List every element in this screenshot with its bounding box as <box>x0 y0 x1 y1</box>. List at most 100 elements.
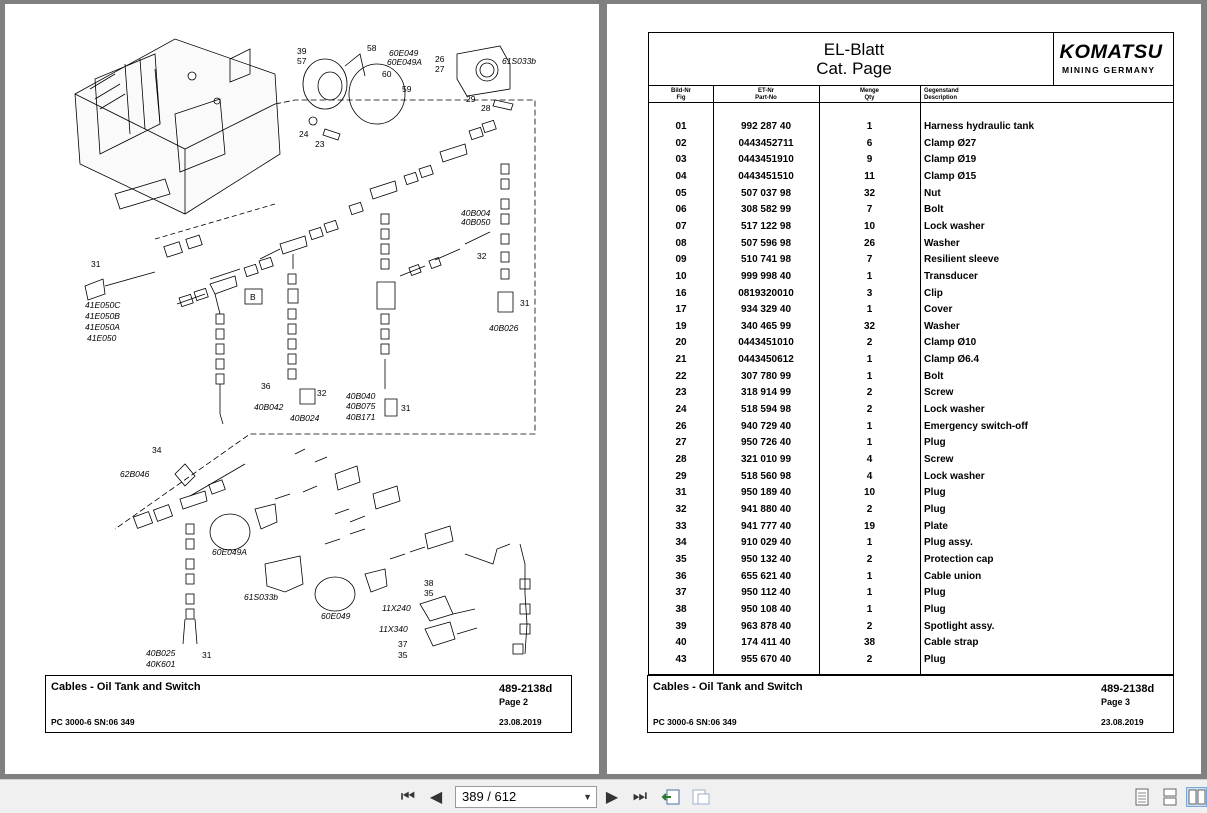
two-page-view-button[interactable] <box>1186 787 1207 807</box>
quantity-cell: 10 <box>863 487 876 499</box>
header-part-de: ET-Nr <box>757 88 774 94</box>
header-part-en: Part-No <box>755 94 777 101</box>
part-number-cell: 941 880 40 <box>740 503 792 515</box>
callout-39: 39 <box>297 46 307 56</box>
callout-b: B <box>250 292 256 302</box>
callout-60e049a: 60E049A <box>387 57 422 67</box>
fig-cell: 04 <box>675 170 687 182</box>
previous-view-button[interactable] <box>660 787 682 807</box>
description-cell: Screw <box>924 454 954 465</box>
two-page-view-icon <box>1188 789 1205 805</box>
navigation-toolbar: ⏮ ◀ 389 / 612 ▼ ▶ ⏭ <box>0 779 1207 813</box>
part-number-cell: 963 878 40 <box>740 620 792 632</box>
part-number-cell: 940 729 40 <box>740 420 792 432</box>
komatsu-logo: KOMATSU MINING GERMANY <box>1053 33 1174 85</box>
callout-34: 34 <box>152 445 162 455</box>
previous-page-button[interactable]: ◀ <box>428 787 444 807</box>
single-page-view-button[interactable] <box>1132 787 1152 807</box>
fig-cell: 43 <box>675 653 687 665</box>
document-date: 23.08.2019 <box>499 717 542 727</box>
part-number-cell: 0819320010 <box>738 287 794 299</box>
document-number: 489-2138d <box>499 683 553 695</box>
fig-cell: 20 <box>675 337 687 349</box>
description-cell: Cover <box>924 304 953 316</box>
quantity-cell: 1 <box>866 420 873 432</box>
callout-31b: 31 <box>520 298 530 308</box>
part-number-cell: 308 582 99 <box>740 204 792 216</box>
description-cell: Plug <box>924 503 946 515</box>
column-divider <box>920 86 921 674</box>
callout-40b040: 40B040 <box>346 391 376 401</box>
header-title-de: EL-Blatt <box>823 40 885 59</box>
part-number-cell: 0443451510 <box>738 170 794 182</box>
quantity-cell: 1 <box>866 354 873 366</box>
description-cell: Plug <box>924 437 946 449</box>
quantity-cell: 4 <box>866 470 873 482</box>
quantity-cell: 19 <box>863 520 876 532</box>
page-2: 39 57 58 60E049 60E049A 60 59 26 27 61S0… <box>5 4 599 774</box>
quantity-cell: 4 <box>866 454 873 465</box>
fig-cell: 01 <box>675 121 687 132</box>
header-fig-en: Fig <box>676 94 686 101</box>
quantity-cell: 2 <box>866 404 873 416</box>
quantity-cell: 1 <box>866 537 873 549</box>
fig-cell: 27 <box>675 437 687 449</box>
continuous-view-icon <box>1163 788 1177 806</box>
part-number-cell: 941 777 40 <box>740 520 792 532</box>
callout-36a: 36 <box>261 381 271 391</box>
fig-cell: 08 <box>675 237 687 249</box>
fig-cell: 32 <box>675 503 687 515</box>
next-page-button[interactable]: ▶ <box>604 787 620 807</box>
quantity-cell: 2 <box>866 620 873 632</box>
fig-cell: 37 <box>675 587 687 599</box>
page-number-select[interactable]: 389 / 612 ▼ <box>455 786 597 808</box>
callout-11x340: 11X340 <box>379 624 408 634</box>
callout-40k601: 40K601 <box>146 659 176 669</box>
next-view-button[interactable] <box>690 787 712 807</box>
last-page-button[interactable]: ⏭ <box>630 787 650 807</box>
callout-31c: 31 <box>401 403 411 413</box>
fig-cell: 28 <box>675 454 687 465</box>
drawing-title: Cables - Oil Tank and Switch <box>653 681 803 693</box>
description-cell: Lock washer <box>924 220 985 232</box>
header-desc-de: Gegenstand <box>924 88 959 94</box>
continuous-view-button[interactable] <box>1160 787 1180 807</box>
part-number-cell: 0443451910 <box>738 154 794 166</box>
fig-cell: 34 <box>675 537 687 549</box>
callout-41e050: 41E050 <box>87 333 117 343</box>
fig-cell: 40 <box>675 637 687 649</box>
first-page-icon: ⏮ <box>400 788 416 805</box>
callout-11x240: 11X240 <box>382 603 411 613</box>
title-block: Cables - Oil Tank and Switch PC 3000-6 S… <box>45 675 572 733</box>
previous-page-icon: ◀ <box>429 789 443 806</box>
quantity-cell: 1 <box>866 587 873 599</box>
quantity-cell: 2 <box>866 387 873 399</box>
logo-subtitle: MINING GERMANY <box>1062 65 1156 75</box>
description-cell: Plug <box>924 487 946 499</box>
header-desc: Gegenstand Description <box>924 88 1164 101</box>
header-fig-de: Bild-Nr <box>671 88 691 94</box>
callout-40b025: 40B025 <box>146 648 176 658</box>
quantity-cell: 1 <box>866 437 873 449</box>
document-viewer: 39 57 58 60E049 60E049A 60 59 26 27 61S0… <box>5 4 1201 774</box>
callout-38: 38 <box>424 578 434 588</box>
description-cell: Clamp Ø6.4 <box>924 354 980 366</box>
first-page-button[interactable]: ⏮ <box>398 787 418 807</box>
quantity-cell: 1 <box>866 270 873 282</box>
description-cell: Clamp Ø19 <box>924 154 977 166</box>
quantity-cell: 7 <box>866 254 873 266</box>
